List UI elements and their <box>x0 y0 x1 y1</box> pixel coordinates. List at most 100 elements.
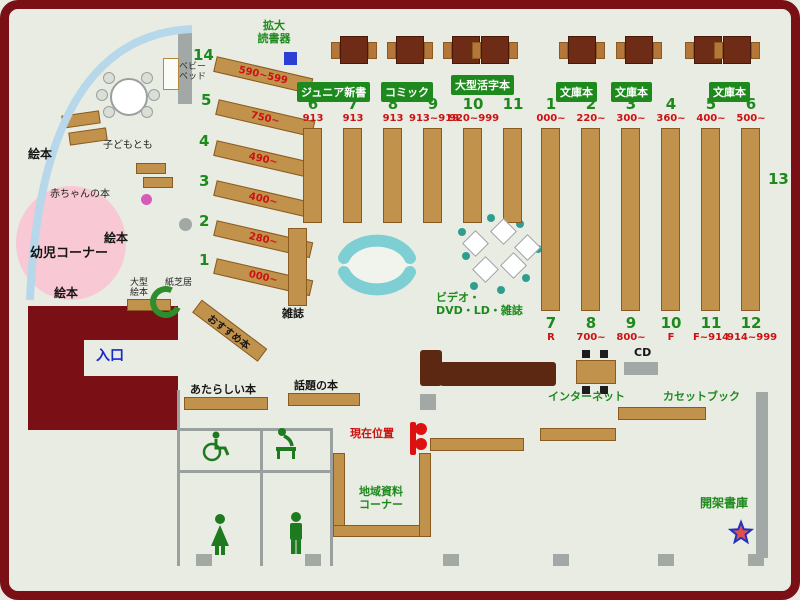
baby-changing-icon <box>276 428 296 459</box>
shelf-range: 913~919 <box>409 113 460 124</box>
shelf-range: 360~ <box>656 113 686 124</box>
shelf-number: 5 <box>201 91 212 109</box>
chair-dot <box>103 106 115 118</box>
kids-bench <box>68 127 108 146</box>
section-large-print: 大型活字本 <box>451 75 514 95</box>
section-comic: コミック <box>381 82 433 102</box>
local-materials-shelf <box>419 453 431 537</box>
shelf-number: 1 <box>545 95 557 113</box>
shelf-range: 914~999 <box>727 332 778 343</box>
shelf-number: 10 <box>462 95 484 113</box>
shelf-range: 500~ <box>736 113 766 124</box>
large-picture-books-label: 大型 絵本 <box>130 278 149 299</box>
bookshelf-column <box>701 128 720 311</box>
shelf-number: 8 <box>585 314 597 332</box>
stool-dot <box>497 286 505 294</box>
pillar-dot <box>179 218 192 231</box>
stacks-star-icon <box>727 519 755 545</box>
internet-shelf <box>540 428 616 441</box>
baby-bed-label: ベビー ベッド <box>179 62 207 83</box>
current-location-label: 現在位置 <box>350 427 394 440</box>
kids-step-shelf <box>136 163 166 174</box>
stool-dot <box>462 252 470 260</box>
shelf-range: R <box>547 332 555 343</box>
chair-dot <box>103 72 115 84</box>
shelf-diagonal: 400~ <box>213 180 314 219</box>
pillar <box>748 554 764 566</box>
reading-table <box>559 36 605 64</box>
shelf-diagonal: 490~ <box>213 140 314 179</box>
topical-books-label: 話題の本 <box>294 379 338 392</box>
shelf-range: 700~ <box>576 332 606 343</box>
section-bunko-2: 文庫本 <box>611 82 652 102</box>
shelf-number: 10 <box>660 314 682 332</box>
stool-dot <box>516 220 524 228</box>
shelf-range: 490~ <box>247 150 279 168</box>
new-books-shelf <box>184 397 268 410</box>
current-location-marker <box>410 421 428 457</box>
bookshelf-column <box>503 128 522 223</box>
marker-bar <box>410 422 416 455</box>
bookshelf-column <box>661 128 680 311</box>
pillar <box>658 554 674 566</box>
chair <box>600 350 608 358</box>
bookshelf-column <box>581 128 600 311</box>
shelf-number: 8 <box>387 95 399 113</box>
kids-bench <box>61 110 101 129</box>
magazines-label: 雑誌 <box>282 307 304 320</box>
cassette-books-label: カセットブック <box>663 390 740 403</box>
shelf-number: 5 <box>705 95 717 113</box>
reading-table <box>331 36 377 64</box>
display-shelf <box>430 438 524 451</box>
section-bunko-3: 文庫本 <box>709 82 750 102</box>
shelf-number: 2 <box>585 95 597 113</box>
chair <box>582 386 590 394</box>
pillar <box>305 554 321 566</box>
chair-dot <box>96 89 108 101</box>
wall-segment <box>756 392 768 558</box>
entrance-opening <box>84 340 178 376</box>
shelf-range: 800~ <box>616 332 646 343</box>
reading-table <box>387 36 433 64</box>
cassette-shelf <box>618 407 706 420</box>
toddler-corner-label: 幼児コーナー <box>30 246 109 261</box>
shelf-number: 4 <box>199 132 210 150</box>
pillar <box>196 554 212 566</box>
shelf-range: 400~ <box>696 113 726 124</box>
shelf-range: 920~999 <box>449 113 500 124</box>
shelf-number: 12 <box>740 314 762 332</box>
recommended-books-label: おすすめ本 <box>205 312 252 352</box>
shelf-number: 14 <box>193 46 214 64</box>
wall-segment <box>260 428 263 470</box>
shelf-range: 220~ <box>576 113 606 124</box>
shelf-range: 000~ <box>536 113 566 124</box>
reading-table <box>472 36 518 64</box>
shelf-number: 3 <box>625 95 637 113</box>
entrance-label: 入口 <box>96 348 124 364</box>
shelf-number-13: 13 <box>768 170 789 188</box>
pillar <box>553 554 569 566</box>
bookshelf-column <box>621 128 640 311</box>
wall-segment <box>260 470 263 566</box>
shelf-number: 2 <box>199 212 210 230</box>
shelf-range: 913 <box>342 113 364 124</box>
kids-step-shelf <box>143 177 173 188</box>
baby-bed <box>163 58 179 90</box>
bookshelf-column <box>741 128 760 311</box>
shelf-range: 913 <box>382 113 404 124</box>
cd-label: CD <box>634 346 652 359</box>
bookshelf-column <box>383 128 402 223</box>
shelf-number: 9 <box>427 95 439 113</box>
recommended-books-shelf: おすすめ本 <box>192 299 268 362</box>
internet-label: インターネット <box>548 390 625 403</box>
shelf-number: 11 <box>700 314 722 332</box>
wall-segment <box>177 428 180 566</box>
pillar <box>443 554 459 566</box>
stool-dot <box>487 214 495 222</box>
cyan-bench-bottom <box>338 266 416 296</box>
shelf-range: 750~ <box>249 109 281 127</box>
shelf-number: 4 <box>665 95 677 113</box>
bookshelf-column <box>541 128 560 311</box>
shelf-number: 6 <box>745 95 757 113</box>
wall-segment <box>330 428 333 566</box>
